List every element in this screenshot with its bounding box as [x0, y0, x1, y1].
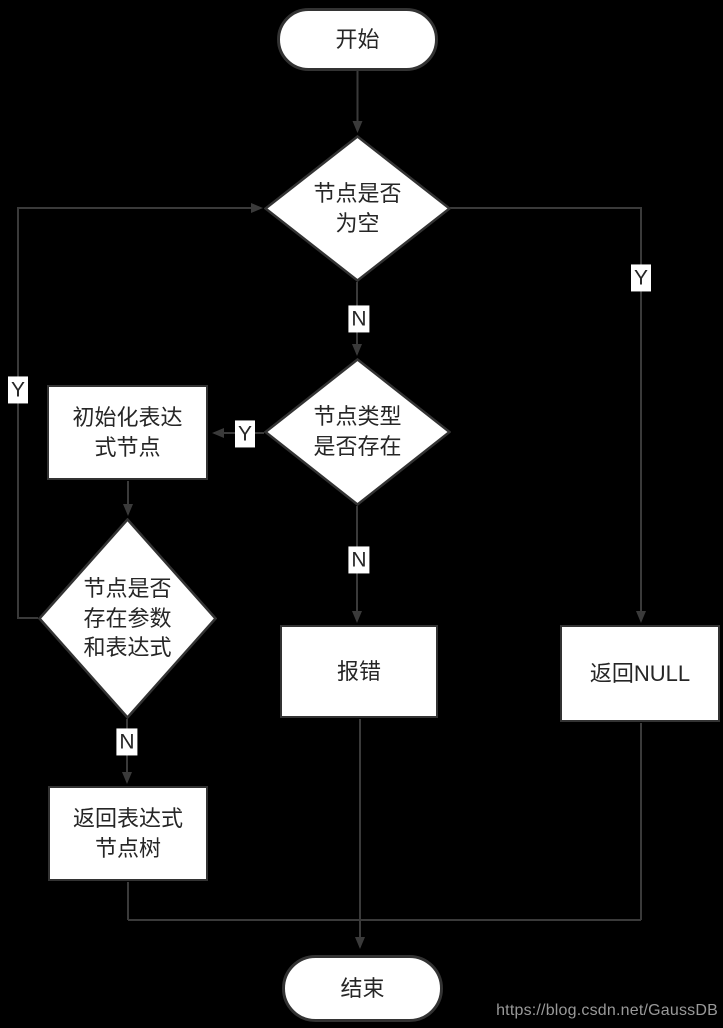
- node-init-expr-node: 初始化表达 式节点: [47, 385, 208, 480]
- node-end: 结束: [282, 955, 443, 1022]
- node-check-node-empty-label: 节点是否 为空: [313, 180, 402, 236]
- node-check-node-type-label: 节点类型 是否存在: [313, 404, 402, 459]
- diamond-shape: [264, 358, 451, 506]
- edge-label-params-no: N: [116, 728, 138, 756]
- node-return-expr-tree-label: 返回表达式 节点树: [72, 805, 183, 861]
- node-return-null-label: 返回NULL: [589, 660, 691, 686]
- node-check-params-expr-label: 节点是否 存在参数 和表达式: [83, 575, 172, 661]
- node-check-node-type: 节点类型 是否存在: [264, 358, 451, 506]
- edge-label-type-no: N: [348, 546, 370, 574]
- node-start: 开始: [277, 8, 438, 71]
- node-check-node-empty: 节点是否 为空: [264, 135, 451, 282]
- node-return-expr-tree: 返回表达式 节点树: [48, 786, 208, 881]
- node-check-params-expr: 节点是否 存在参数 和表达式: [38, 518, 217, 719]
- node-return-null: 返回NULL: [560, 625, 720, 722]
- edge-empty-yes-to-null: [450, 207, 646, 623]
- edge-params-yes-loop: [17, 203, 263, 619]
- node-end-label: 结束: [340, 975, 385, 1001]
- edge-label-params-yes: Y: [7, 376, 29, 404]
- node-start-label: 开始: [335, 26, 380, 52]
- node-report-error: 报错: [280, 625, 438, 718]
- node-report-error-label: 报错: [336, 658, 381, 684]
- edge-label-empty-no: N: [348, 305, 370, 333]
- diamond-shape: [264, 135, 451, 282]
- edge-label-type-yes: Y: [234, 420, 256, 448]
- edge-label-empty-yes: Y: [630, 264, 652, 292]
- node-init-expr-node-label: 初始化表达 式节点: [72, 404, 183, 460]
- diamond-shape: [38, 518, 217, 719]
- watermark-url: https://blog.csdn.net/GaussDB: [496, 1002, 718, 1019]
